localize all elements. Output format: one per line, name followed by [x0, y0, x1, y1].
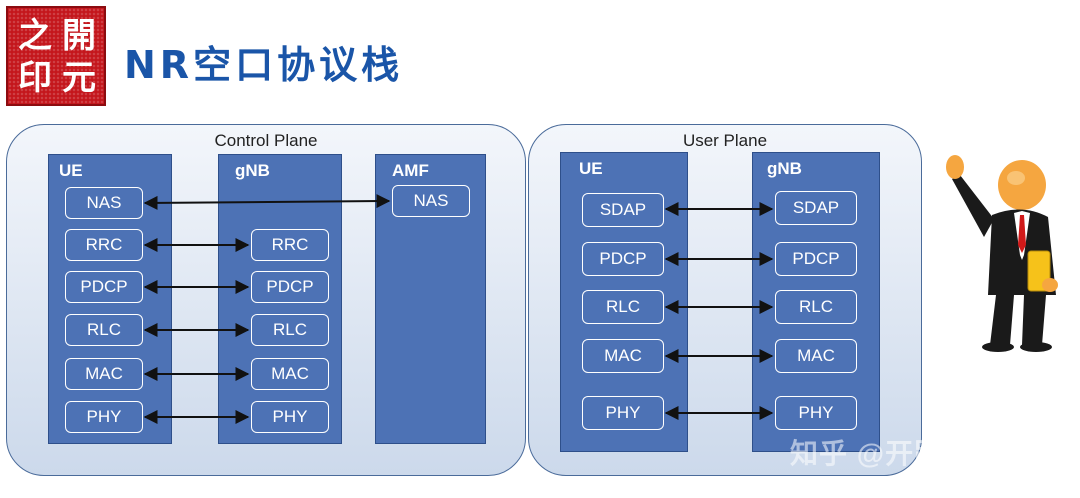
logo-char: 之 — [18, 16, 52, 56]
presenter-figure-icon — [946, 155, 1058, 352]
cp-ue-pdcp: PDCP — [65, 271, 143, 303]
page-title: NR空口协议栈 — [124, 43, 404, 87]
logo-char: 元 — [62, 58, 96, 98]
up-ue-phy: PHY — [582, 396, 664, 430]
up-gnb-pdcp: PDCP — [775, 242, 857, 276]
up-gnb-phy: PHY — [775, 396, 857, 430]
cp-gnb-title: gNB — [235, 161, 270, 180]
cp-ue-rrc: RRC — [65, 229, 143, 261]
control-plane-title: Control Plane — [214, 131, 318, 150]
cp-amf-title: AMF — [392, 161, 429, 180]
up-gnb-mac: MAC — [775, 339, 857, 373]
up-gnb-title: gNB — [767, 159, 802, 178]
cp-gnb-pdcp: PDCP — [251, 271, 329, 303]
cp-gnb-mac: MAC — [251, 358, 329, 390]
cp-gnb-rlc: RLC — [251, 314, 329, 346]
cp-ue-nas: NAS — [65, 187, 143, 219]
logo-char: 開 — [62, 16, 96, 56]
up-ue-rlc: RLC — [582, 290, 664, 324]
cp-ue-title: UE — [59, 161, 83, 180]
up-ue-pdcp: PDCP — [582, 242, 664, 276]
logo-char: 印 — [18, 58, 52, 98]
up-ue-mac: MAC — [582, 339, 664, 373]
up-ue-title: UE — [579, 159, 603, 178]
logo-seal: 之 開 印 元 — [6, 6, 106, 106]
up-ue-sdap: SDAP — [582, 193, 664, 227]
cp-gnb-phy: PHY — [251, 401, 329, 433]
user-plane-title: User Plane — [682, 131, 768, 150]
up-gnb-rlc: RLC — [775, 290, 857, 324]
up-gnb-sdap: SDAP — [775, 191, 857, 225]
cp-ue-mac: MAC — [65, 358, 143, 390]
watermark: 知乎 @开路大叔叔 — [790, 438, 1031, 469]
arrow-nas — [143, 194, 391, 210]
cp-ue-phy: PHY — [65, 401, 143, 433]
cp-amf-nas: NAS — [392, 185, 470, 217]
cp-ue-rlc: RLC — [65, 314, 143, 346]
cp-gnb-rrc: RRC — [251, 229, 329, 261]
